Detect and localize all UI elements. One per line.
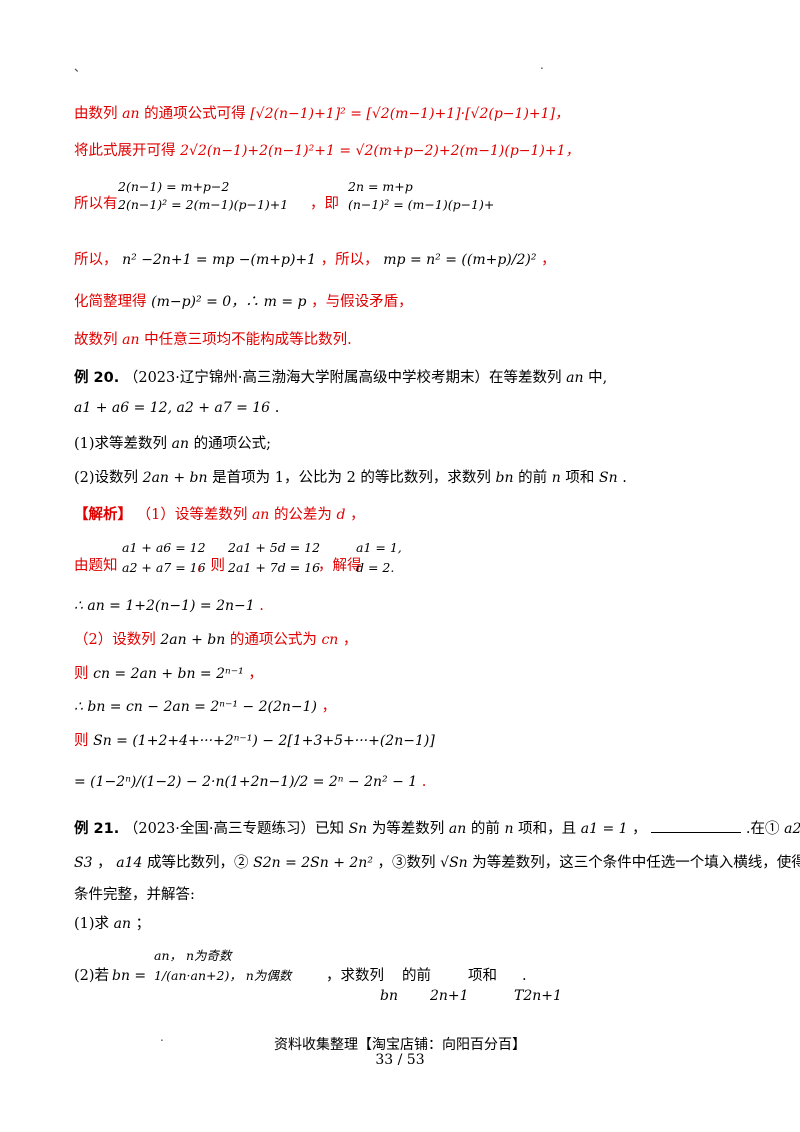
solution-line-6: 故数列 an 中任意三项均不能构成等比数列. [74,332,352,348]
formula: (m−p)² = 0，∴ m = p [151,294,307,310]
example-20-solution-7: 则 Sn = (1+2+4+···+2ⁿ⁻¹) − 2[1+3+5+···+(2… [74,733,435,749]
fill-in-blank [651,818,742,833]
equation-system: 2n = m+p (n−1)² = (m−1)(p−1)+ [348,179,495,212]
example-20-solution-5: 则 cn = 2an + bn = 2ⁿ⁻¹ ， [74,666,263,682]
solution-line-4: 所以， n² −2n+1 = mp −(m+p)+1 ，所以， mp = n² … [74,252,556,268]
formula: [√2(n−1)+1]² = [√2(m−1)+1]·[√2(p−1)+1]， [250,106,570,122]
solution-line-2: 将此式展开可得 2√2(n−1)+2(n−1)²+1 = √2(m+p−2)+2… [74,143,580,159]
example-21-heading: 例 21. （2023·全国·高三专题练习）已知 Sn 为等差数列 an 的前 … [74,818,800,839]
sequence-symbol: an [122,332,140,348]
example-20-solution-4: （2）设数列 2an + bn 的通项公式为 cn ， [74,632,358,648]
formula: 2√2(n−1)+2(n−1)²+1 = √2(m+p−2)+2(m−1)(p−… [180,143,580,159]
piecewise-definition: an， n为奇数 1/(an·an+2)， n为偶数 [154,948,292,983]
sequence-symbol: an [566,370,584,386]
example-21-question-1: (1)求 an ； [74,916,151,932]
formula: S2n = 2Sn + 2n² [253,855,373,871]
example-20-question-1: (1)求等差数列 an 的通项公式; [74,436,272,452]
equation-system: 2a1 + 5d = 12 2a1 + 7d = 16 [228,540,321,575]
sequence-symbol: 2an + bn [142,470,208,486]
example-20-solution-8: = (1−2ⁿ)/(1−2) − 2·n(1+2n−1)/2 = 2ⁿ − 2n… [74,774,427,790]
analysis-tag: 【解析】 [74,507,132,523]
example-20-solution-1: 【解析】 （1）设等差数列 an 的公差为 d ， [74,507,365,523]
formula: ∴ an = 1+2(n−1) = 2n−1 [74,598,255,614]
formula: mp = n² = ((m+p)/2)² [383,252,537,268]
equation-system: 2(n−1) = m+p−2 2(n−1)² = 2(m−1)(p−1)+1 [118,179,289,212]
formula: cn = 2an + bn = 2ⁿ⁻¹ [93,666,244,682]
sequence-symbol: an [448,821,467,837]
page-number: 33 / 53 [375,1052,425,1068]
sequence-symbol: an [122,106,140,122]
example-20-question-2: (2)设数列 2an + bn 是首项为 1，公比为 2 的等比数列，求数列 b… [74,470,627,486]
example-21-conditions: S3 ， a14 成等比数列，② S2n = 2Sn + 2n² ，③数列 √S… [74,855,800,871]
formula: = (1−2ⁿ)/(1−2) − 2·n(1+2n−1)/2 = 2ⁿ − 2n… [74,774,418,790]
solution-line-5: 化简整理得 (m−p)² = 0，∴ m = p ，与假设矛盾， [74,294,413,310]
sequence-symbol: an [171,436,190,452]
example-20-heading: 例 20. （2023·辽宁锦州·高三渤海大学附属高级中学校考期末）在等差数列 … [74,370,608,386]
example-20-solution-3: ∴ an = 1+2(n−1) = 2n−1 . [74,598,264,614]
formula: a1 + a6 = 12, a2 + a7 = 16 [74,400,271,416]
example-21-instruction: 条件完整，并解答: [74,887,195,903]
formula: n² −2n+1 = mp −(m+p)+1 [122,252,317,268]
sequence-symbol: an [251,507,270,523]
footer-source: 资料收集整理【淘宝店铺：向阳百分百】 [274,1037,526,1053]
corner-mark-left: 、 [74,60,87,74]
footer-dot: . [160,1030,164,1044]
corner-mark-right: . [540,58,544,72]
formula: Sn = (1+2+4+···+2ⁿ⁻¹) − 2[1+3+5+···+(2n−… [93,733,435,749]
equation-system: a1 + a6 = 12 a2 + a7 = 16 [122,540,206,575]
example-label: 例 21. [74,821,120,837]
example-20-given: a1 + a6 = 12, a2 + a7 = 16 . [74,400,280,416]
sequence-symbol: 2an + bn [160,632,226,648]
formula: ∴ bn = cn − 2an = 2ⁿ⁻¹ − 2(2n−1) [74,699,317,715]
solution-line-1: 由数列 an 的通项公式可得 [√2(n−1)+1]² = [√2(m−1)+1… [74,106,570,122]
example-20-solution-6: ∴ bn = cn − 2an = 2ⁿ⁻¹ − 2(2n−1) ， [74,699,337,715]
example-label: 例 20. [74,370,120,386]
sequence-symbol: bn [495,470,514,486]
equation-system: a1 = 1, d = 2. [356,540,402,575]
